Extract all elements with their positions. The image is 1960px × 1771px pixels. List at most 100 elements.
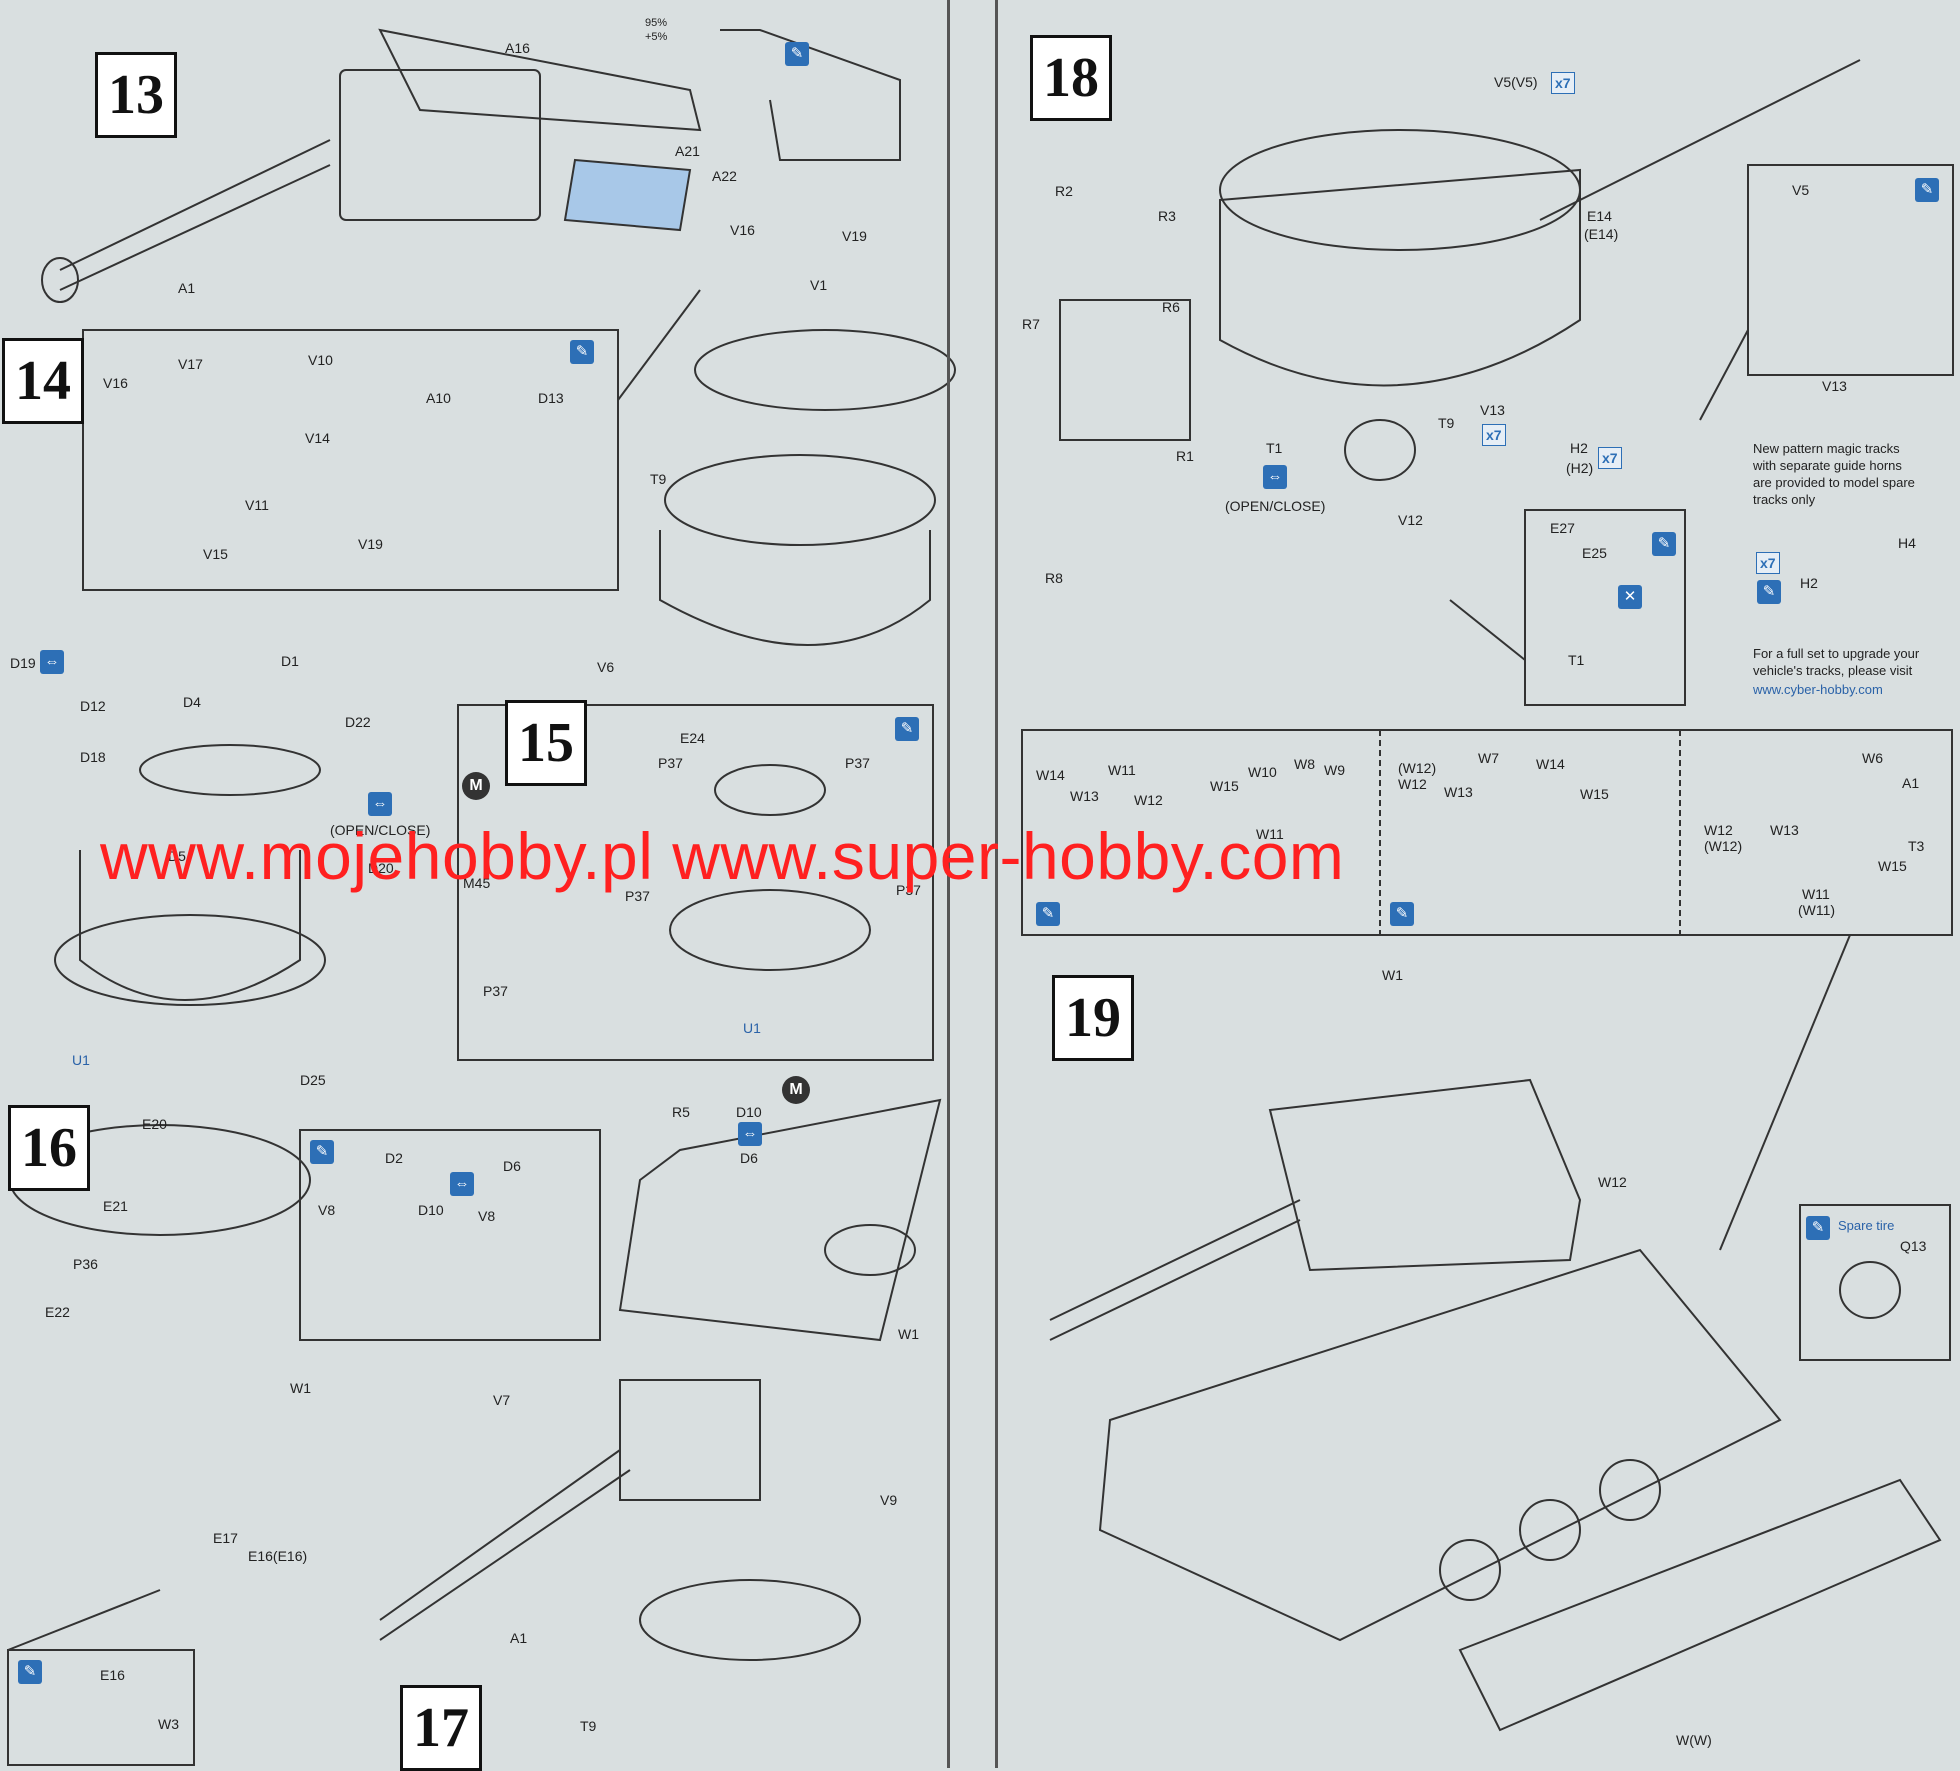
quantity-badge: x7 (1551, 72, 1575, 94)
cyber-hobby-link[interactable]: www.cyber-hobby.com (1753, 682, 1883, 697)
part-label: V17 (178, 356, 203, 372)
part-label: (W12) (1398, 760, 1437, 776)
step-number: 14 (2, 338, 84, 424)
s17-barrel (379, 1449, 631, 1641)
part-label: V13 (1480, 402, 1505, 418)
s14-t9-top (664, 454, 936, 546)
part-label: V11 (245, 497, 269, 513)
step-number: 18 (1030, 35, 1112, 121)
part-label: A1 (178, 280, 196, 296)
s13-callout (720, 29, 901, 161)
part-label: W3 (158, 1716, 179, 1732)
part-label: D13 (538, 390, 564, 406)
part-label: T1 (1568, 652, 1585, 668)
part-label: W12 (1704, 822, 1733, 838)
part-label: W15 (1580, 786, 1609, 802)
part-label: H4 (1898, 535, 1916, 551)
part-label: D20 (368, 860, 394, 876)
s13-barrel (59, 139, 331, 291)
m-badge: M (782, 1076, 810, 1104)
s19-hull (1098, 1248, 1782, 1642)
part-label: W(W) (1676, 1732, 1712, 1748)
part-label: D6 (503, 1158, 521, 1174)
part-label: R3 (1158, 208, 1176, 224)
upgrade-note: For a full set to upgrade your vehicle's… (1753, 645, 1919, 679)
s15-d4 (139, 744, 321, 796)
note-line: with separate guide horns (1753, 458, 1902, 473)
s13-muzzle (41, 257, 79, 303)
s19-turret (1268, 1078, 1582, 1272)
part-label: W15 (1210, 778, 1239, 794)
part-label: R1 (1176, 448, 1194, 464)
part-label: W6 (1862, 750, 1883, 766)
step-number: 13 (95, 52, 177, 138)
part-label: U1 (743, 1020, 761, 1036)
s18-leader-v5 (1699, 329, 1749, 421)
quantity-badge: x7 (1482, 424, 1506, 446)
s15-u1-right (669, 889, 871, 971)
part-label: V8 (478, 1208, 496, 1224)
glue-icon: ✕ (1618, 585, 1642, 609)
column-divider (995, 0, 998, 1768)
part-label: P37 (483, 983, 508, 999)
part-label: W13 (1444, 784, 1473, 800)
part-label: V16 (730, 222, 755, 238)
note-line: New pattern magic tracks (1753, 441, 1900, 456)
open-close-icon: ⇔ (40, 650, 64, 674)
part-label: E22 (45, 1304, 70, 1320)
paint-icon: ✎ (785, 42, 809, 66)
paint-icon: ✎ (1652, 532, 1676, 556)
part-label: E14 (1587, 208, 1612, 224)
s15-basket (79, 850, 301, 1001)
part-label: E27 (1550, 520, 1575, 536)
part-label: D25 (300, 1072, 326, 1088)
part-label: R8 (1045, 570, 1063, 586)
s19-leader (1719, 934, 1851, 1251)
s19-wheel (1599, 1459, 1661, 1521)
part-label: E16(E16) (248, 1548, 308, 1564)
s13-gun-mantlet (339, 69, 541, 221)
part-label: H2 (1570, 440, 1588, 456)
paint-icon: ✎ (1915, 178, 1939, 202)
part-label: (W12) (1704, 838, 1743, 854)
spare-tire-label: Spare tire (1838, 1218, 1895, 1233)
paint-icon: ✎ (1390, 902, 1414, 926)
s16-leader (7, 1589, 161, 1651)
part-label: D18 (80, 749, 106, 765)
s19-wheel (1519, 1499, 1581, 1561)
open-close-label: (OPEN/CLOSE) (330, 822, 431, 838)
s15-box (457, 704, 934, 1061)
part-label: W8 (1294, 756, 1315, 772)
s15-e24 (714, 764, 826, 816)
note-line: For a full set to upgrade your (1753, 646, 1920, 661)
s18-turret (1219, 168, 1581, 387)
part-label: E17 (213, 1530, 238, 1546)
part-label: V19 (842, 228, 867, 244)
watermark: www.mojehobby.pl www.super-hobby.com (100, 819, 1345, 893)
s17-t9 (639, 1579, 861, 1661)
part-label: T9 (1438, 415, 1455, 431)
part-label: V8 (318, 1202, 336, 1218)
part-label: V1 (810, 277, 828, 293)
part-label: V5(V5) (1494, 74, 1538, 90)
s18-strip (1021, 729, 1953, 936)
s19-wheel (1439, 1539, 1501, 1601)
part-label: R6 (1162, 299, 1180, 315)
part-label: W10 (1248, 764, 1277, 780)
s19-spare-box (1799, 1204, 1951, 1361)
part-label: T3 (1908, 838, 1925, 854)
s14-leader (617, 289, 701, 401)
s17-detail-box (299, 1129, 601, 1341)
s18-strip-dividers (1379, 730, 1681, 935)
part-label: A21 (675, 143, 700, 159)
part-label: A22 (712, 168, 737, 184)
part-label: D22 (345, 714, 371, 730)
part-label: M45 (463, 875, 491, 891)
s14-t9-basket (659, 530, 931, 646)
part-label: D4 (183, 694, 201, 710)
part-label: D10 (736, 1104, 762, 1120)
part-label: W11 (1108, 762, 1136, 778)
note-line: vehicle's tracks, please visit (1753, 663, 1913, 678)
open-close-icon: ⇔ (450, 1172, 474, 1196)
open-close-icon: ⇔ (1263, 465, 1287, 489)
